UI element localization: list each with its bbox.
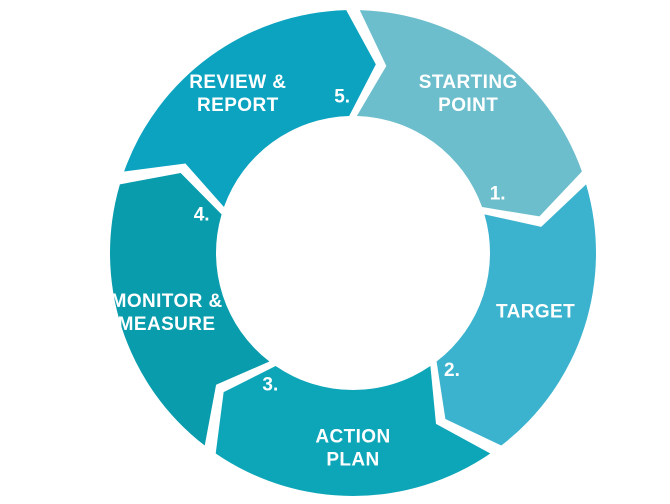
segments-group — [110, 10, 596, 496]
segment-label-4: MONITOR &MEASURE — [111, 291, 223, 335]
segment-number-3: 3. — [262, 374, 278, 395]
cycle-segment-3[interactable] — [215, 366, 491, 496]
segment-number-4: 4. — [194, 204, 210, 225]
cycle-segment-5[interactable] — [124, 10, 376, 208]
cycle-segment-1[interactable] — [356, 10, 582, 217]
segment-number-1: 1. — [490, 184, 506, 205]
cycle-segment-2[interactable] — [436, 184, 596, 446]
cycle-segment-4[interactable] — [110, 173, 270, 446]
segment-label-5: REVIEW &REPORT — [189, 72, 286, 116]
segment-label-2: TARGET — [496, 301, 575, 322]
segment-number-5: 5. — [334, 86, 350, 107]
segment-number-2: 2. — [444, 360, 460, 381]
